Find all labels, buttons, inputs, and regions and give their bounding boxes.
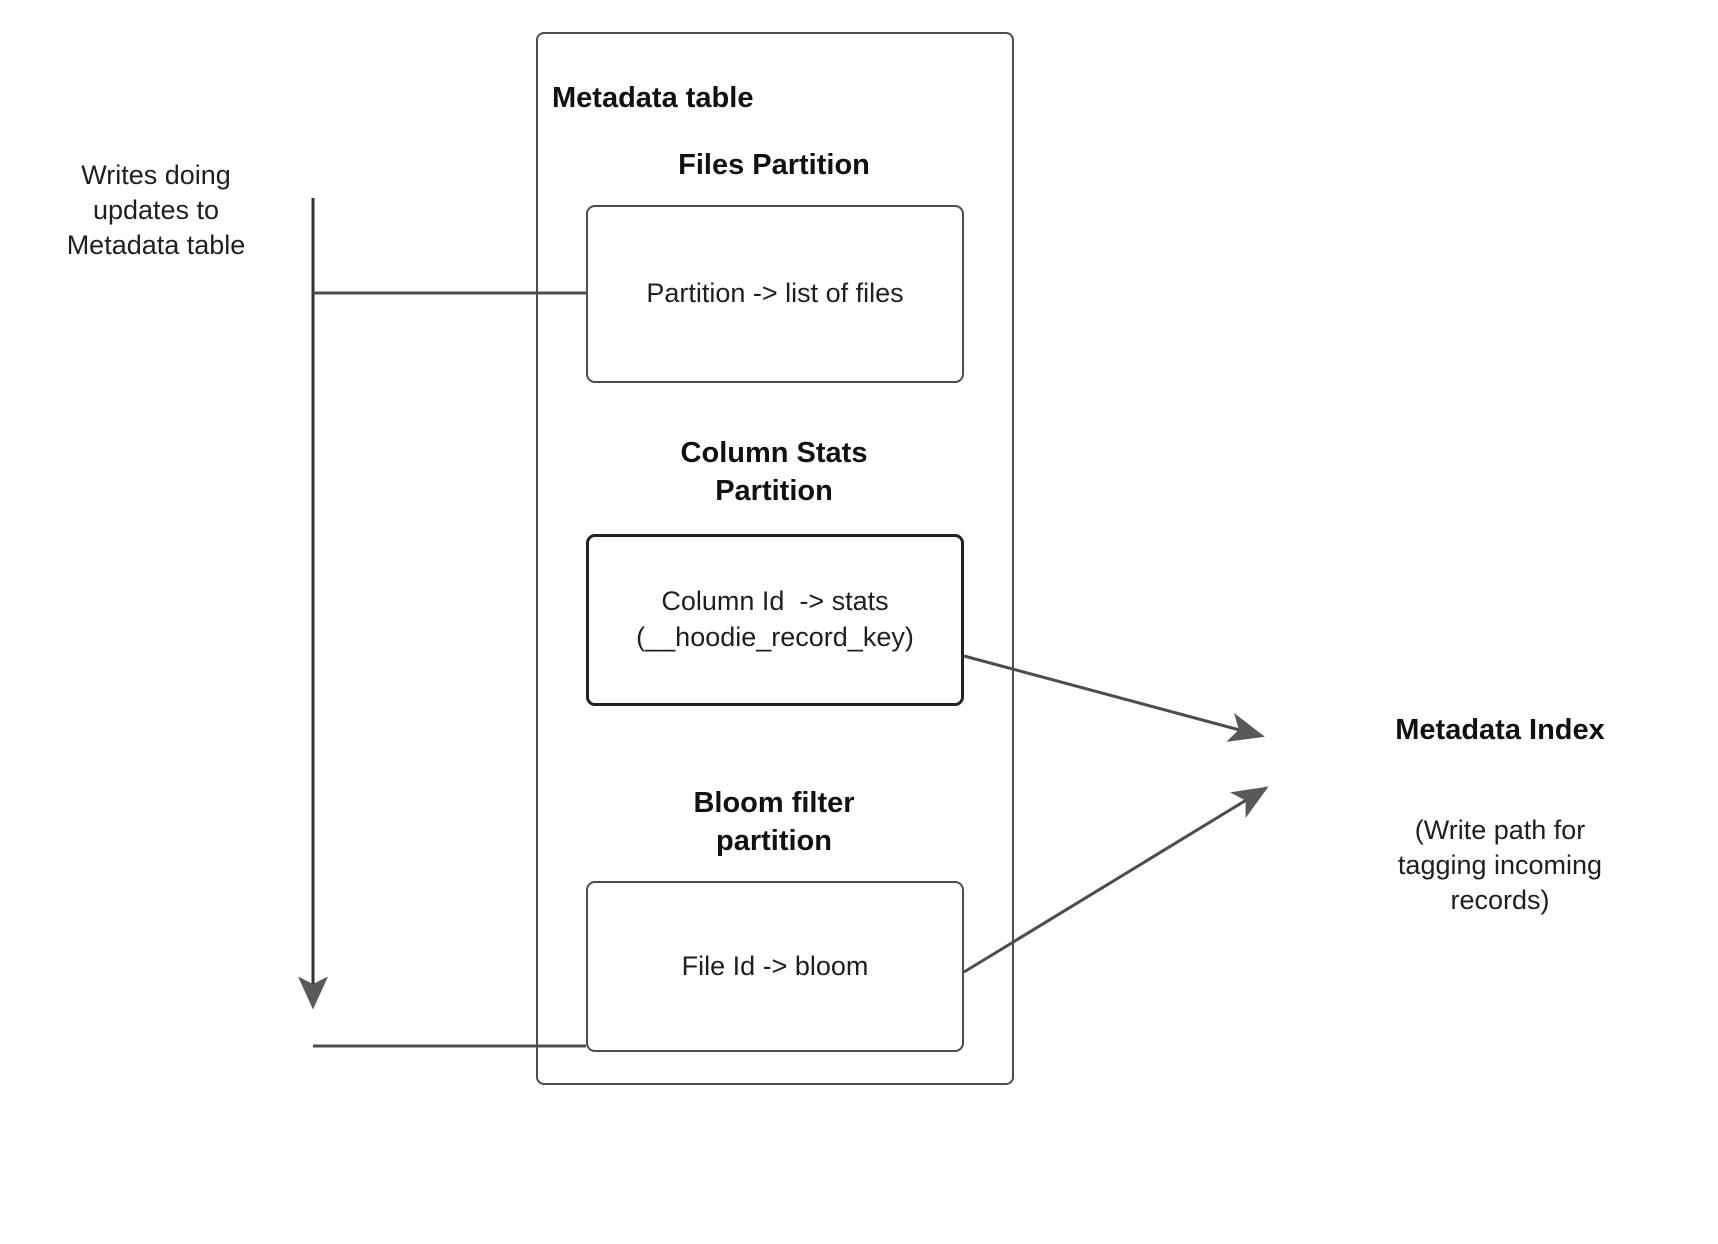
- metadata-index-title: Metadata Index: [1395, 714, 1605, 746]
- column-stats-partition-box-text: Column Id -> stats (__hoodie_record_key): [636, 586, 914, 652]
- metadata-table-title: Metadata table: [552, 82, 754, 114]
- files-partition-box-text: Partition -> list of files: [646, 278, 904, 309]
- column-stats-partition-box[interactable]: Column Id -> stats (__hoodie_record_key): [586, 534, 964, 706]
- bloom-filter-partition-box[interactable]: File Id -> bloom: [586, 881, 964, 1052]
- writes-doing-updates-label: Writes doing updates to Metadata table: [66, 160, 246, 261]
- bloom-filter-partition-box-text: File Id -> bloom: [681, 950, 869, 981]
- bloom-filter-partition-heading: Bloom filter partition: [693, 787, 855, 857]
- column-stats-partition-heading: Column Stats Partition: [680, 437, 868, 507]
- metadata-table-container: [536, 32, 1014, 1085]
- metadata-index-note: (Write path for tagging incoming records…: [1397, 815, 1603, 916]
- files-partition-heading: Files Partition: [678, 149, 870, 181]
- files-partition-box[interactable]: Partition -> list of files: [586, 205, 964, 383]
